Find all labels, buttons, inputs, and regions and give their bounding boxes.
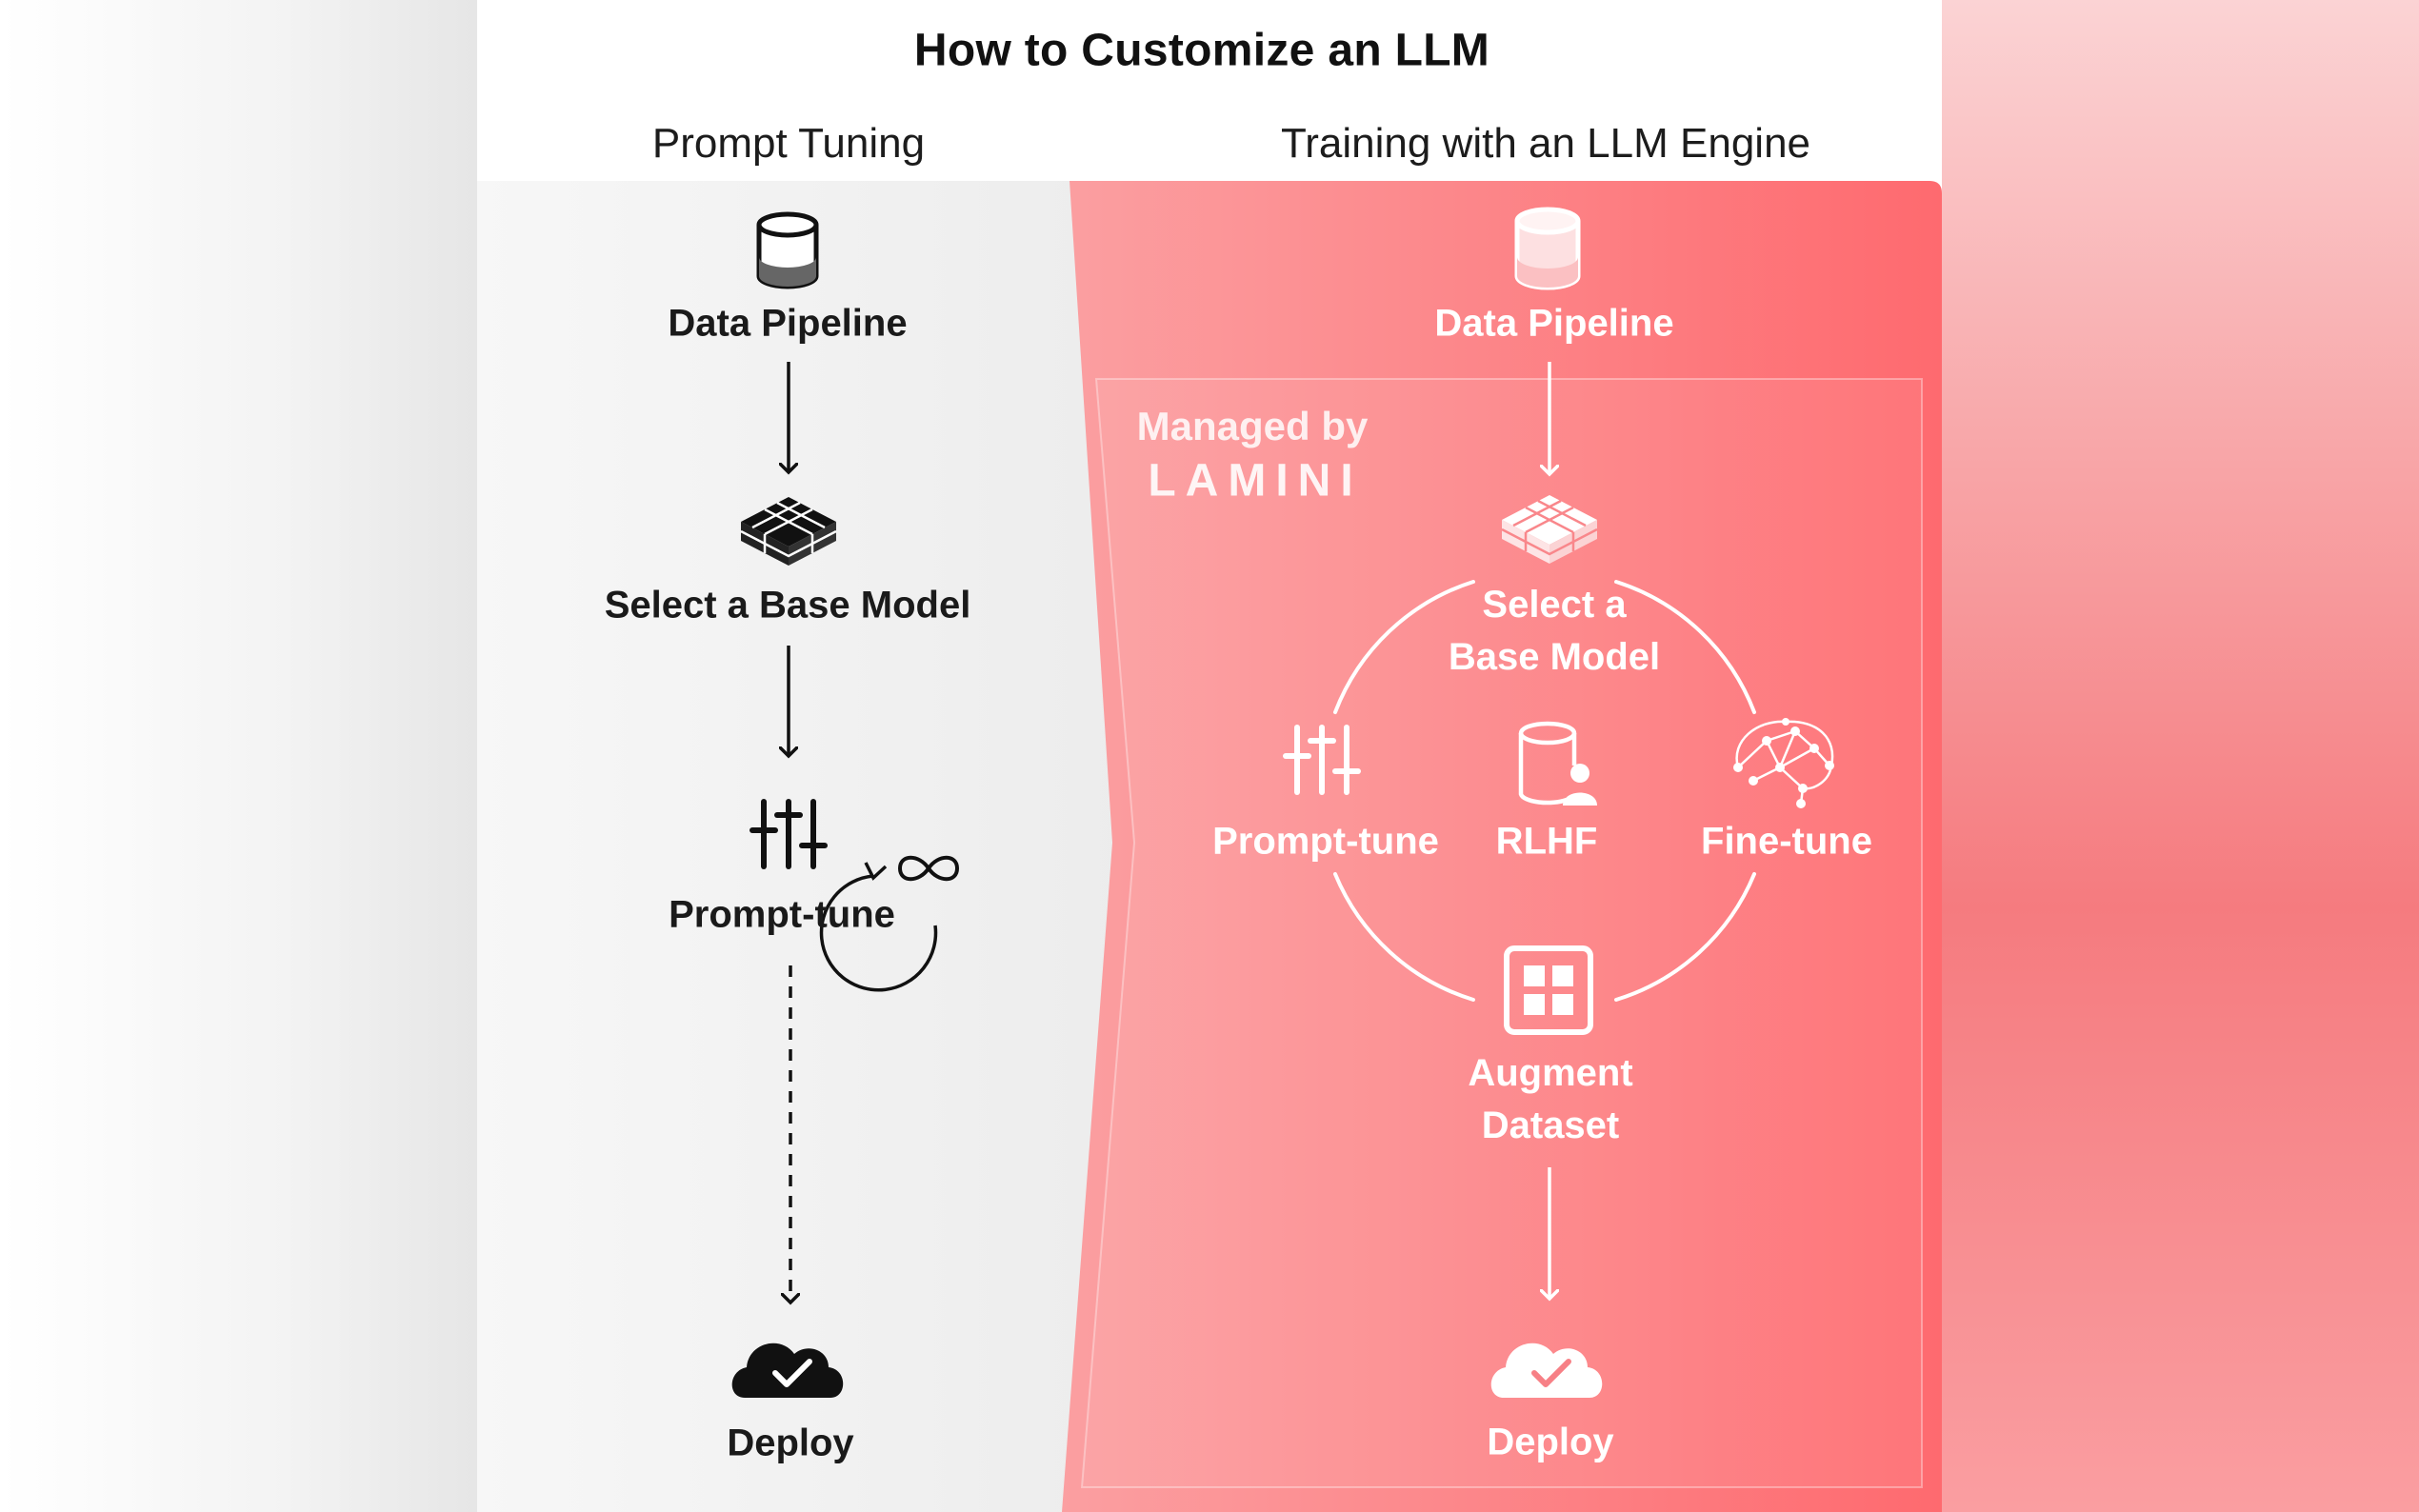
- engine-prompt-tune-label: Prompt-tune: [1212, 820, 1439, 863]
- diagram-title: How to Customize an LLM: [913, 25, 1490, 76]
- iteration-loop-icon: [819, 855, 960, 992]
- augment-grid-icon: [1504, 945, 1593, 1035]
- lamini-logo: LAMINI: [1148, 455, 1363, 507]
- base-model-cube-icon: [740, 497, 837, 566]
- engine-select-base-model-label: Select a Base Model: [1448, 584, 1661, 678]
- managed-by-lamini-box: [1080, 378, 1923, 1488]
- neural-brain-icon: [1733, 718, 1834, 808]
- engine-deploy-label: Deploy: [1487, 1421, 1614, 1463]
- engine-data-pipeline-label: Data Pipeline: [1434, 302, 1674, 345]
- database-icon-engine: [1514, 207, 1581, 290]
- engine-augment-dataset-label: Augment Dataset: [1468, 1052, 1633, 1146]
- sliders-icon: [750, 799, 828, 869]
- background-right-blur: [1942, 0, 2419, 1512]
- prompt-tuning-heading: Prompt Tuning: [651, 120, 926, 167]
- engine-rlhf-label: RLHF: [1495, 820, 1598, 863]
- left-deploy-label: Deploy: [727, 1422, 854, 1464]
- background-left-blur: [0, 0, 477, 1512]
- database-icon: [756, 211, 819, 289]
- llm-engine-panel: [1062, 181, 1942, 1512]
- left-prompt-tune-label: Prompt-tune: [669, 893, 895, 936]
- llm-engine-heading: Training with an LLM Engine: [1280, 120, 1811, 167]
- managed-by-label: Managed by: [1136, 404, 1369, 448]
- left-select-base-model-label: Select a Base Model: [604, 584, 971, 627]
- base-model-cube-icon-engine: [1501, 495, 1598, 564]
- left-data-pipeline-label: Data Pipeline: [668, 302, 908, 345]
- sliders-icon-engine: [1283, 725, 1361, 795]
- cloud-check-icon-engine: [1490, 1343, 1603, 1398]
- engine-fine-tune-label: Fine-tune: [1701, 820, 1872, 863]
- cloud-check-icon: [731, 1343, 844, 1398]
- rlhf-database-user-icon: [1518, 721, 1597, 806]
- training-cycle: [1333, 580, 1756, 1002]
